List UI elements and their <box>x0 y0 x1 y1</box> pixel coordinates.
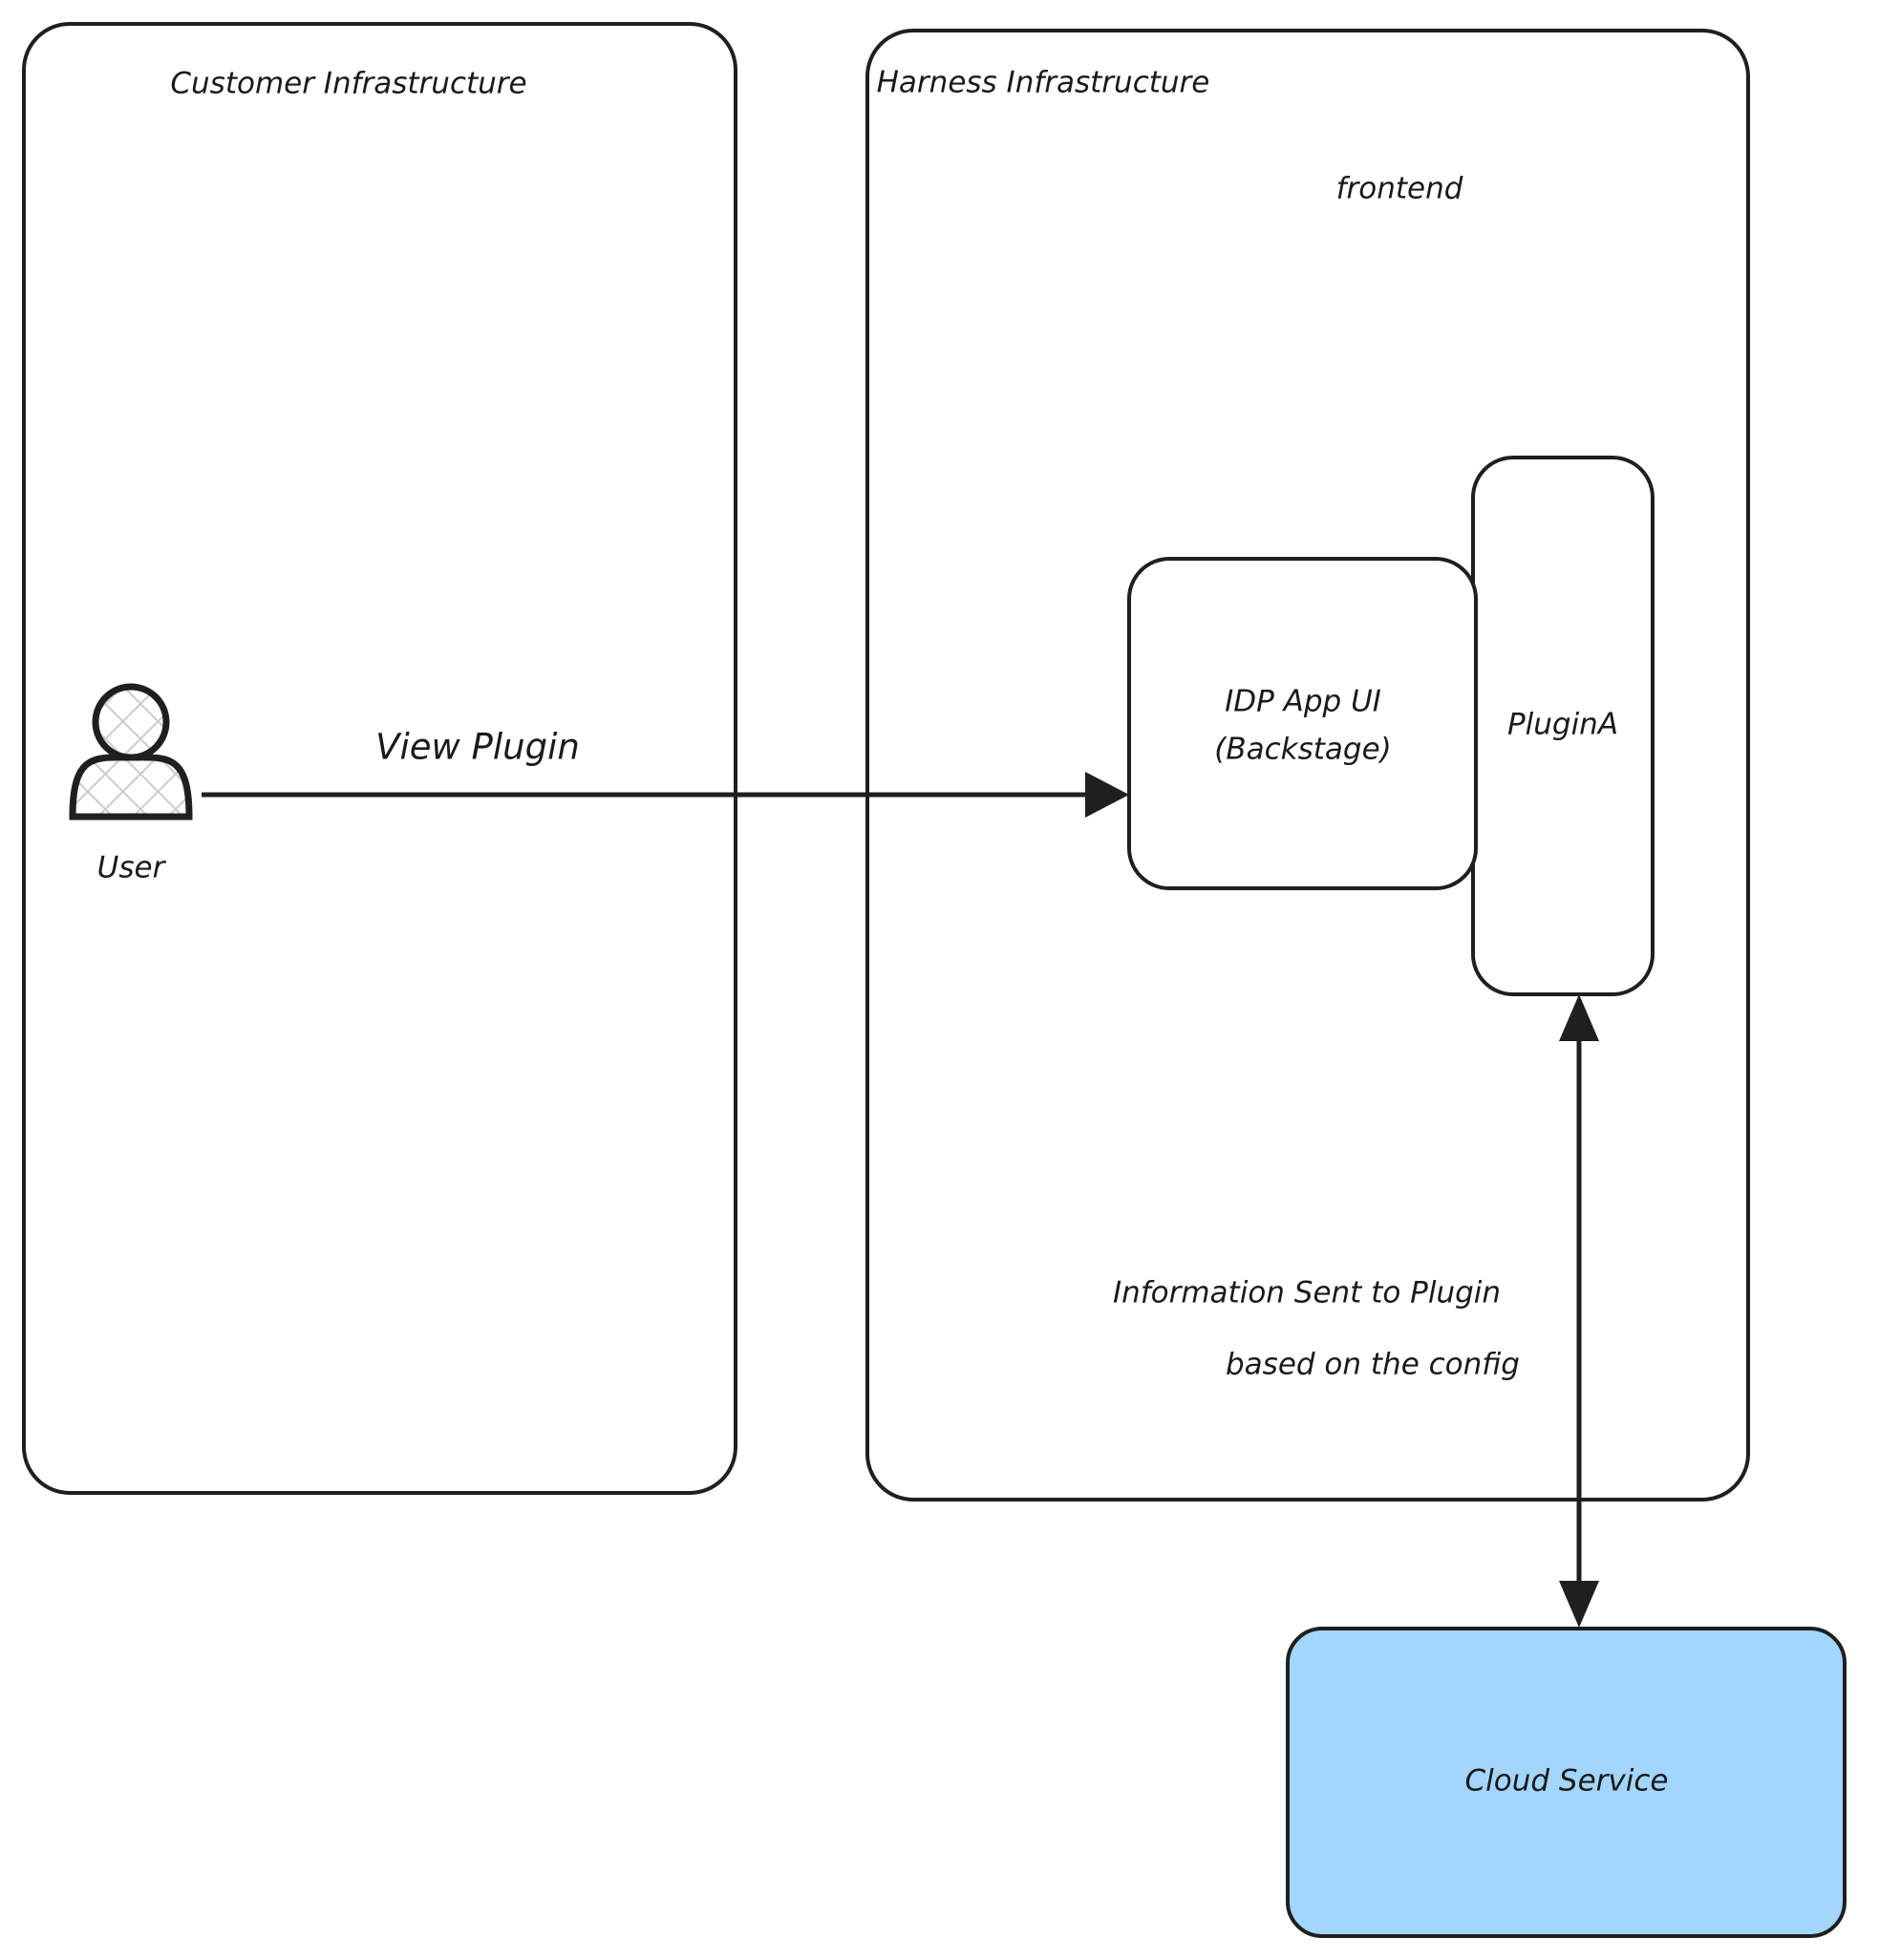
node-cloud-service[interactable]: Cloud Service <box>1286 1627 1847 1938</box>
harness-infrastructure-boundary <box>865 29 1750 1502</box>
plugin-a-label: PluginA <box>1507 708 1618 742</box>
group-customer-infrastructure: Customer Infrastructure <box>22 22 737 1495</box>
group-harness-infrastructure: Harness Infrastructure frontend <box>865 29 1750 1502</box>
information-sent-arrowhead-up-icon <box>1559 994 1599 1041</box>
user-actor-body-icon <box>69 754 193 820</box>
harness-infrastructure-title: Harness Infrastructure <box>877 66 1210 100</box>
view-plugin-arrowhead-icon <box>1085 772 1129 818</box>
idp-app-ui-label-line1: IDP App UI <box>1225 685 1381 719</box>
cloud-service-label: Cloud Service <box>1465 1764 1669 1799</box>
information-sent-arrowhead-down-icon <box>1559 1581 1599 1628</box>
edge-information-sent: Information Sent to Plugin based on the … <box>1113 994 1599 1628</box>
idp-app-ui-box[interactable] <box>1127 557 1478 890</box>
cloud-service-box[interactable] <box>1286 1627 1847 1938</box>
edge-view-plugin: View Plugin <box>202 727 1129 818</box>
customer-infrastructure-boundary <box>22 22 737 1495</box>
view-plugin-edge-label: View Plugin <box>375 727 580 768</box>
node-idp-app-ui[interactable]: IDP App UI (Backstage) <box>1127 557 1478 890</box>
user-actor-head-icon <box>92 683 170 761</box>
node-plugin-a[interactable]: PluginA <box>1471 456 1655 996</box>
information-sent-label-line1: Information Sent to Plugin <box>1113 1276 1501 1310</box>
customer-infrastructure-title: Customer Infrastructure <box>170 67 526 101</box>
frontend-title: frontend <box>1336 172 1463 206</box>
idp-app-ui-label-line2: (Backstage) <box>1214 733 1392 767</box>
actor-user[interactable]: User <box>69 683 193 885</box>
information-sent-label-line2: based on the config <box>1226 1348 1520 1382</box>
user-actor-label: User <box>97 851 167 885</box>
